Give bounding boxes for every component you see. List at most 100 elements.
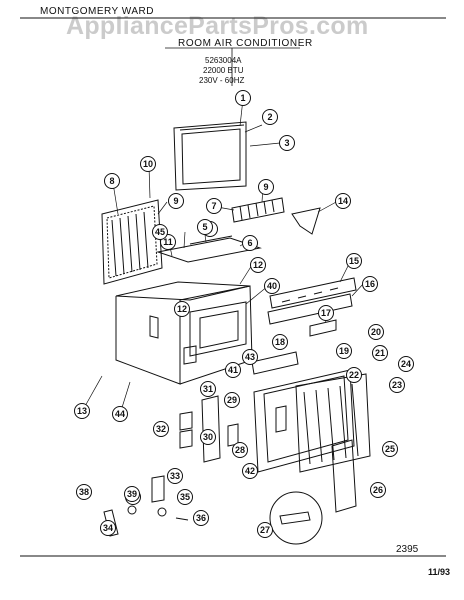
- callout-circle-21: [372, 345, 388, 361]
- bracket-part: [291, 207, 321, 235]
- callout-label-12: 12: [253, 260, 263, 270]
- callout-label-38: 38: [79, 487, 89, 497]
- callout-label-25: 25: [385, 444, 395, 454]
- callout-circle-5: [197, 219, 213, 235]
- callout-label-41: 41: [228, 365, 238, 375]
- callout-label-34: 34: [103, 523, 113, 533]
- callout-circle-43: [242, 349, 258, 365]
- callout-circle-39: [124, 486, 140, 502]
- diagram-title: ROOM AIR CONDITIONER: [178, 38, 313, 49]
- callout-label-45: 45: [155, 227, 165, 237]
- callout-circle-27: [257, 522, 273, 538]
- callout-label-10: 10: [143, 159, 153, 169]
- top-cover-part: [156, 235, 262, 263]
- front-frame-part: [173, 121, 247, 191]
- callout-circle-1: [235, 90, 251, 106]
- callout-label-26: 26: [373, 485, 383, 495]
- callout-label-9: 9: [173, 196, 178, 206]
- callout-label-1: 1: [240, 93, 245, 103]
- callout-label-2: 2: [267, 112, 272, 122]
- callout-label-39: 39: [127, 489, 137, 499]
- callout-label-20: 20: [371, 327, 381, 337]
- callout-circle-33: [167, 468, 183, 484]
- side-panel-part: [331, 439, 357, 513]
- callout-circle-38: [76, 484, 92, 500]
- callout-circle-2: [262, 109, 278, 125]
- model-number: 5263004A: [205, 56, 242, 65]
- callout-circle-12: [250, 257, 266, 273]
- callout-circle-3: [279, 135, 295, 151]
- callout-circle-25: [382, 441, 398, 457]
- callout-circle-22: [346, 367, 362, 383]
- callout-circle-10: [140, 156, 156, 172]
- callout-label-5: 5: [202, 222, 207, 232]
- callout-label-29: 29: [227, 395, 237, 405]
- hardware-parts: [103, 475, 189, 537]
- front-grille-part: [253, 369, 371, 473]
- callout-label-21: 21: [375, 348, 385, 358]
- callout-circle-13: [74, 403, 90, 419]
- callout-circle-45: [152, 224, 168, 240]
- callout-label-7: 7: [211, 201, 216, 211]
- air-deflector-part: [267, 277, 357, 325]
- brand-header: MONTGOMERY WARD: [40, 6, 154, 17]
- callout-label-9: 9: [263, 182, 268, 192]
- drawing-code: 2395: [396, 544, 419, 555]
- callout-label-17: 17: [321, 308, 331, 318]
- callout-label-28: 28: [235, 445, 245, 455]
- callout-label-40: 40: [267, 281, 277, 291]
- callout-circle-17: [318, 305, 334, 321]
- leader-lines: [83, 98, 365, 415]
- callout-circle-32: [153, 421, 169, 437]
- callout-label-19: 19: [339, 346, 349, 356]
- callout-label-11: 11: [163, 237, 173, 247]
- callout-label-12: 12: [177, 304, 187, 314]
- cabinet-part: [115, 281, 253, 385]
- callout-label-13: 13: [77, 406, 87, 416]
- revision-date: 11/93: [428, 567, 451, 577]
- callout-label-18: 18: [275, 337, 285, 347]
- callout-circle-44: [112, 406, 128, 422]
- callout-circle-24: [398, 356, 414, 372]
- callout-label-27: 27: [260, 525, 270, 535]
- callout-label-35: 35: [180, 492, 190, 502]
- callout-label-15: 15: [349, 256, 359, 266]
- louver-part: [231, 197, 285, 223]
- callout-label-23: 23: [392, 380, 402, 390]
- watermark: AppliancePartsPros.com: [66, 12, 369, 40]
- callout-circle-34: [100, 520, 116, 536]
- callout-circle-20: [368, 324, 384, 340]
- callout-circle-31: [200, 381, 216, 397]
- callout-label-42: 42: [245, 466, 255, 476]
- callout-label-33: 33: [170, 471, 180, 481]
- callout-circle-9: [168, 193, 184, 209]
- callout-circle-26: [370, 482, 386, 498]
- callout-label-8: 8: [109, 176, 114, 186]
- callout-circle-41: [225, 362, 241, 378]
- air-filter-part: [101, 199, 163, 285]
- callout-label-16: 16: [365, 279, 375, 289]
- callout-circle-14: [335, 193, 351, 209]
- callout-circle-30: [200, 429, 216, 445]
- callout-circle-19: [336, 343, 352, 359]
- callout-markers: 1234567899101112121314151617181920212223…: [74, 90, 414, 538]
- callout-label-43: 43: [245, 352, 255, 362]
- callout-label-30: 30: [203, 432, 213, 442]
- callout-circle-28: [232, 442, 248, 458]
- callout-circle-18: [272, 334, 288, 350]
- callout-circle-36: [193, 510, 209, 526]
- callout-label-31: 31: [203, 384, 213, 394]
- callout-label-6: 6: [247, 238, 252, 248]
- callout-circle-6: [242, 235, 258, 251]
- callout-label-36: 36: [196, 513, 206, 523]
- callout-circle-35: [177, 489, 193, 505]
- callout-circle-40: [264, 278, 280, 294]
- callout-circle-15: [346, 253, 362, 269]
- callout-label-3: 3: [284, 138, 289, 148]
- callout-circle-8: [104, 173, 120, 189]
- callout-label-44: 44: [115, 409, 125, 419]
- callout-circle-16: [362, 276, 378, 292]
- callout-circle-23: [389, 377, 405, 393]
